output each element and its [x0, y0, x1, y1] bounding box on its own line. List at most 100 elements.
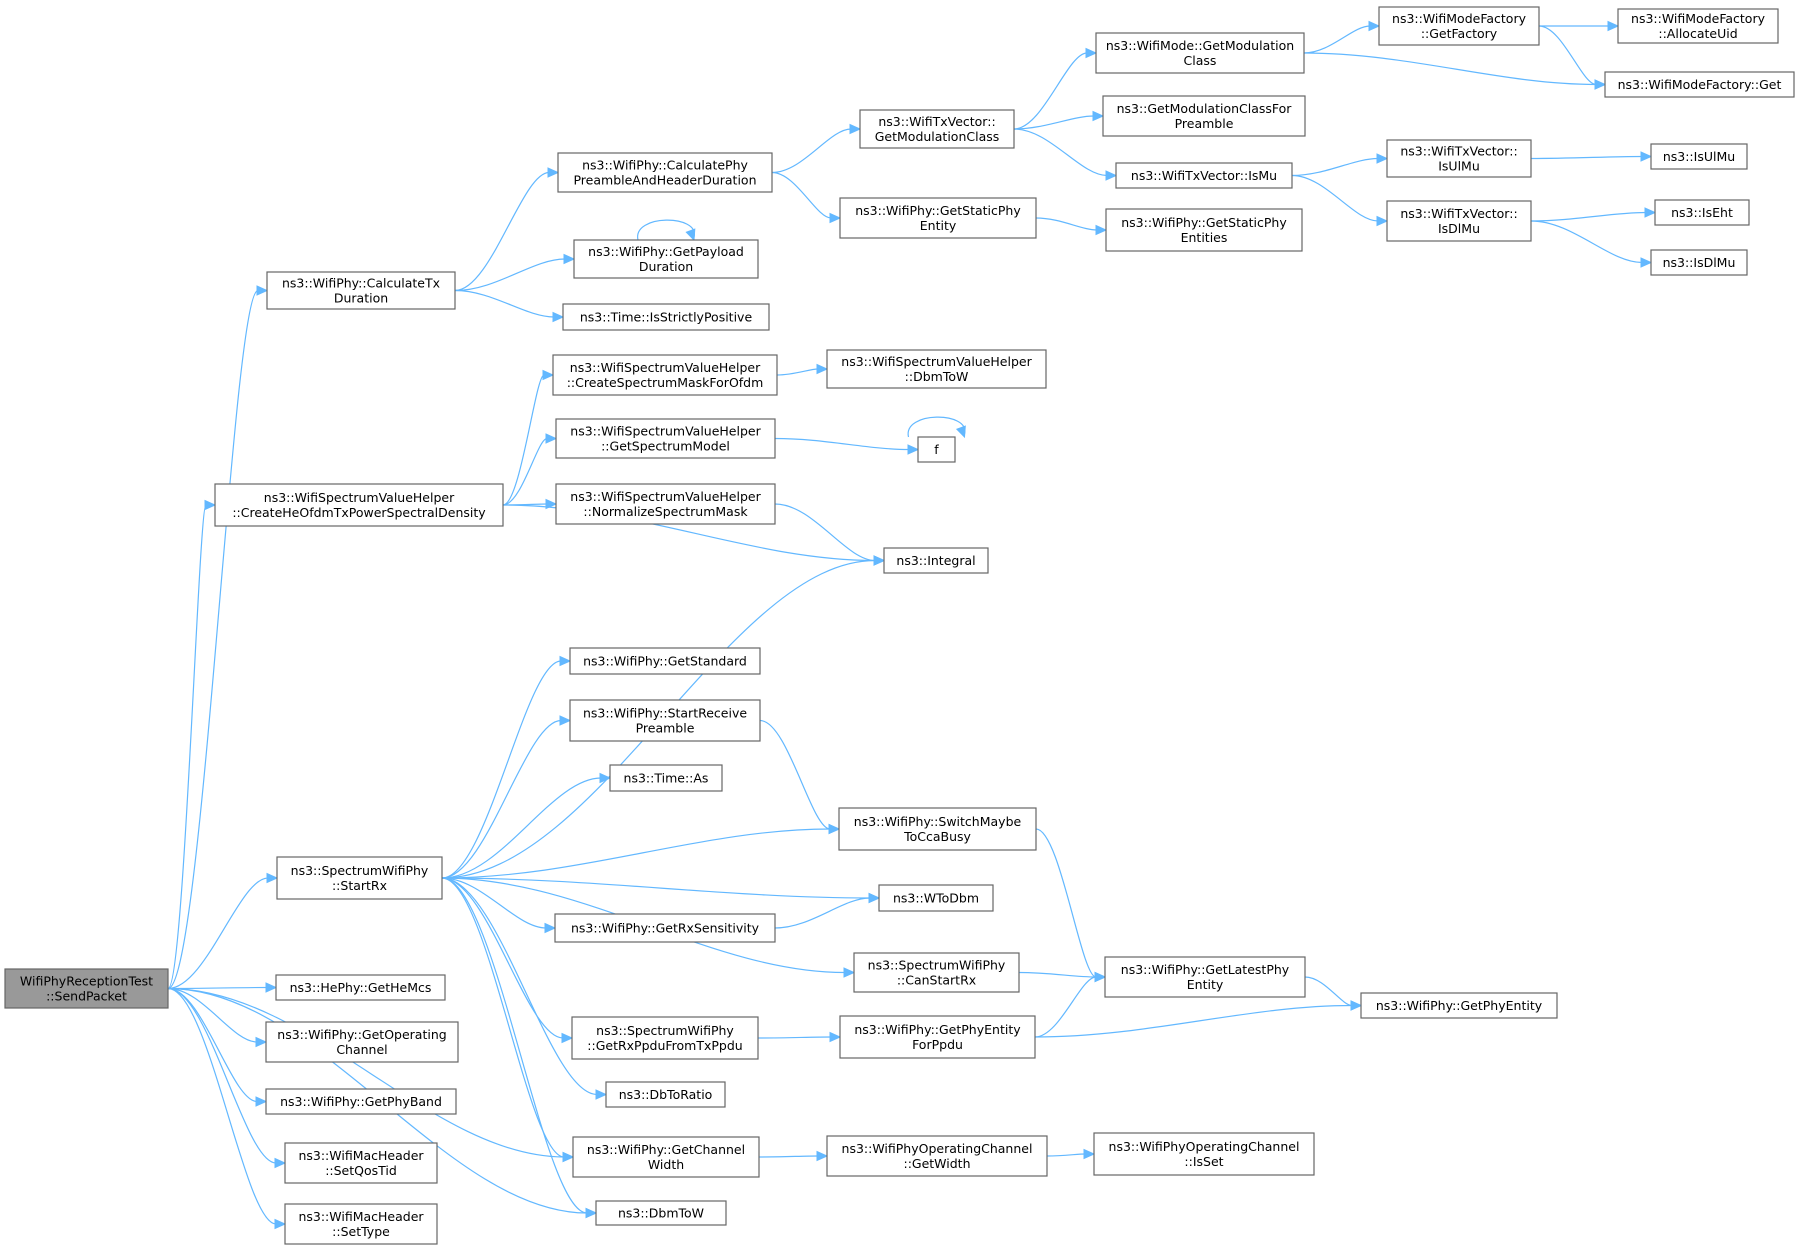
node-label: ::GetSpectrumModel: [601, 439, 730, 454]
node-phyBand[interactable]: ns3::WifiPhy::GetPhyBand: [265, 1088, 457, 1115]
edge-root-to-qosTid: [167, 987, 287, 1169]
node-box: [859, 109, 1015, 149]
node-getModClass[interactable]: ns3::WifiTxVector::GetModulationClass: [859, 109, 1015, 149]
node-label: ns3::WifiPhy::GetLatestPhy: [1121, 962, 1290, 977]
node-wToDbm[interactable]: ns3::WToDbm: [878, 884, 994, 912]
node-label: Entity: [920, 218, 957, 233]
node-calcPre[interactable]: ns3::WifiPhy::CalculatePhyPreambleAndHea…: [557, 152, 773, 193]
node-box: [552, 354, 778, 396]
node-box: [1104, 956, 1306, 998]
node-label: Entities: [1181, 230, 1228, 245]
node-label: ns3::IsEht: [1671, 205, 1733, 220]
node-setType[interactable]: ns3::WifiMacHeader::SetType: [284, 1203, 438, 1245]
node-label: ns3::WifiTxVector::: [1400, 144, 1517, 159]
edge-modeGetMod-to-factGet: [1303, 52, 1607, 90]
node-box: [1115, 162, 1293, 189]
node-label: ns3::WifiPhy::CalculatePhy: [582, 158, 748, 173]
node-qosTid[interactable]: ns3::WifiMacHeader::SetQosTid: [284, 1142, 438, 1184]
node-maskOfdm[interactable]: ns3::WifiSpectrumValueHelper::CreateSpec…: [552, 354, 778, 396]
node-label: ns3::WifiPhy::GetStaticPhy: [1121, 215, 1287, 230]
node-label: ::AllocateUid: [1658, 26, 1737, 41]
node-getFactory[interactable]: ns3::WifiModeFactory::GetFactory: [1378, 6, 1540, 46]
edges-layer: [167, 20, 1657, 1230]
node-label: ns3::WifiSpectrumValueHelper: [264, 490, 455, 505]
node-box: [1604, 71, 1795, 98]
node-label: ns3::WifiPhy::GetPhyEntity: [1376, 998, 1543, 1013]
node-box: [1386, 139, 1532, 178]
node-box: [839, 197, 1037, 239]
node-label: GetModulationClass: [875, 129, 1000, 144]
node-isDl[interactable]: ns3::IsDlMu: [1650, 249, 1748, 276]
node-heOfdm[interactable]: ns3::WifiSpectrumValueHelper::CreateHeOf…: [214, 483, 504, 527]
node-rxSens[interactable]: ns3::WifiPhy::GetRxSensitivity: [554, 913, 776, 943]
node-specModel[interactable]: ns3::WifiSpectrumValueHelper::GetSpectru…: [555, 418, 776, 459]
node-f[interactable]: f: [917, 436, 956, 463]
node-tvUl[interactable]: ns3::WifiTxVector::IsUlMu: [1386, 139, 1532, 178]
node-label: PreambleAndHeaderDuration: [573, 173, 756, 188]
node-dbmToW2[interactable]: ns3::DbmToW: [595, 1200, 727, 1226]
node-label: ns3::GetModulationClassFor: [1117, 101, 1293, 116]
node-label: Entity: [1187, 977, 1224, 992]
node-box: [284, 1142, 438, 1184]
node-physEnt[interactable]: ns3::WifiPhy::GetPhyEntity: [1360, 992, 1558, 1019]
node-heMcs[interactable]: ns3::HePhy::GetHeMcs: [275, 974, 446, 1001]
node-label: ns3::WifiPhy::GetStandard: [583, 654, 747, 669]
node-normMask[interactable]: ns3::WifiSpectrumValueHelper::NormalizeS…: [555, 483, 776, 525]
edge-heOfdm-to-specModel: [502, 433, 558, 506]
node-canStart[interactable]: ns3::SpectrumWifiPhy::CanStartRx: [853, 952, 1020, 993]
node-allocUid[interactable]: ns3::WifiModeFactory::AllocateUid: [1617, 8, 1779, 44]
node-box: [572, 1136, 760, 1178]
node-isSet[interactable]: ns3::WifiPhyOperatingChannel::IsSet: [1093, 1132, 1315, 1176]
edge-startRx-to-rxPpdu: [441, 877, 574, 1044]
node-isMu[interactable]: ns3::WifiTxVector::IsMu: [1115, 162, 1293, 189]
node-label: IsUlMu: [1438, 159, 1480, 174]
edge-rxPpdu-to-entPpdu: [757, 1031, 842, 1043]
node-tvDl[interactable]: ns3::WifiTxVector::IsDlMu: [1386, 200, 1532, 242]
node-factGet[interactable]: ns3::WifiModeFactory::Get: [1604, 71, 1795, 98]
node-modeGetMod[interactable]: ns3::WifiMode::GetModulationClass: [1095, 32, 1305, 74]
node-label: ns3::WifiPhy::GetOperating: [277, 1027, 446, 1042]
edge-root-to-opChan: [167, 987, 268, 1048]
edge-entPpdu-to-latest: [1034, 971, 1107, 1038]
node-label: Preamble: [636, 721, 695, 736]
node-strict[interactable]: ns3::Time::IsStrictlyPositive: [562, 303, 770, 331]
node-timeAs[interactable]: ns3::Time::As: [609, 764, 723, 792]
node-dbToRatio[interactable]: ns3::DbToRatio: [605, 1081, 726, 1108]
node-getStd[interactable]: ns3::WifiPhy::GetStandard: [569, 647, 761, 675]
node-label: ns3::WifiPhyOperatingChannel: [1109, 1139, 1300, 1154]
node-label: ns3::WifiModeFactory: [1392, 11, 1527, 26]
node-opWidth[interactable]: ns3::WifiPhyOperatingChannel::GetWidth: [826, 1135, 1048, 1177]
node-label: ns3::WifiTxVector::IsMu: [1131, 168, 1277, 183]
node-box: [276, 856, 443, 900]
edge-startRx-to-chWidth: [441, 877, 575, 1163]
edge-getModClass-to-modeGetMod: [1013, 47, 1098, 130]
node-label: ns3::WifiPhyOperatingChannel: [842, 1141, 1033, 1156]
edge-isMu-to-tvDl: [1291, 174, 1389, 227]
node-rxPpdu[interactable]: ns3::SpectrumWifiPhy::GetRxPpduFromTxPpd…: [571, 1016, 759, 1060]
node-startRx[interactable]: ns3::SpectrumWifiPhy::StartRx: [276, 856, 443, 900]
node-isUl[interactable]: ns3::IsUlMu: [1650, 143, 1748, 170]
node-root[interactable]: WifiPhyReceptionTest::SendPacket: [4, 968, 169, 1009]
node-box: [266, 271, 456, 310]
node-label: ::NormalizeSpectrumMask: [583, 504, 748, 519]
node-label: ns3::Time::As: [624, 771, 709, 786]
node-box: [1617, 8, 1779, 44]
edge-tvUl-to-isUl: [1530, 151, 1653, 162]
node-label: ns3::Integral: [896, 553, 975, 568]
node-isEht[interactable]: ns3::IsEht: [1654, 199, 1750, 226]
node-dbmToW1[interactable]: ns3::WifiSpectrumValueHelper::DbmToW: [826, 349, 1047, 389]
node-box: [917, 436, 956, 463]
node-box: [595, 1200, 727, 1226]
node-integral[interactable]: ns3::Integral: [883, 547, 989, 574]
